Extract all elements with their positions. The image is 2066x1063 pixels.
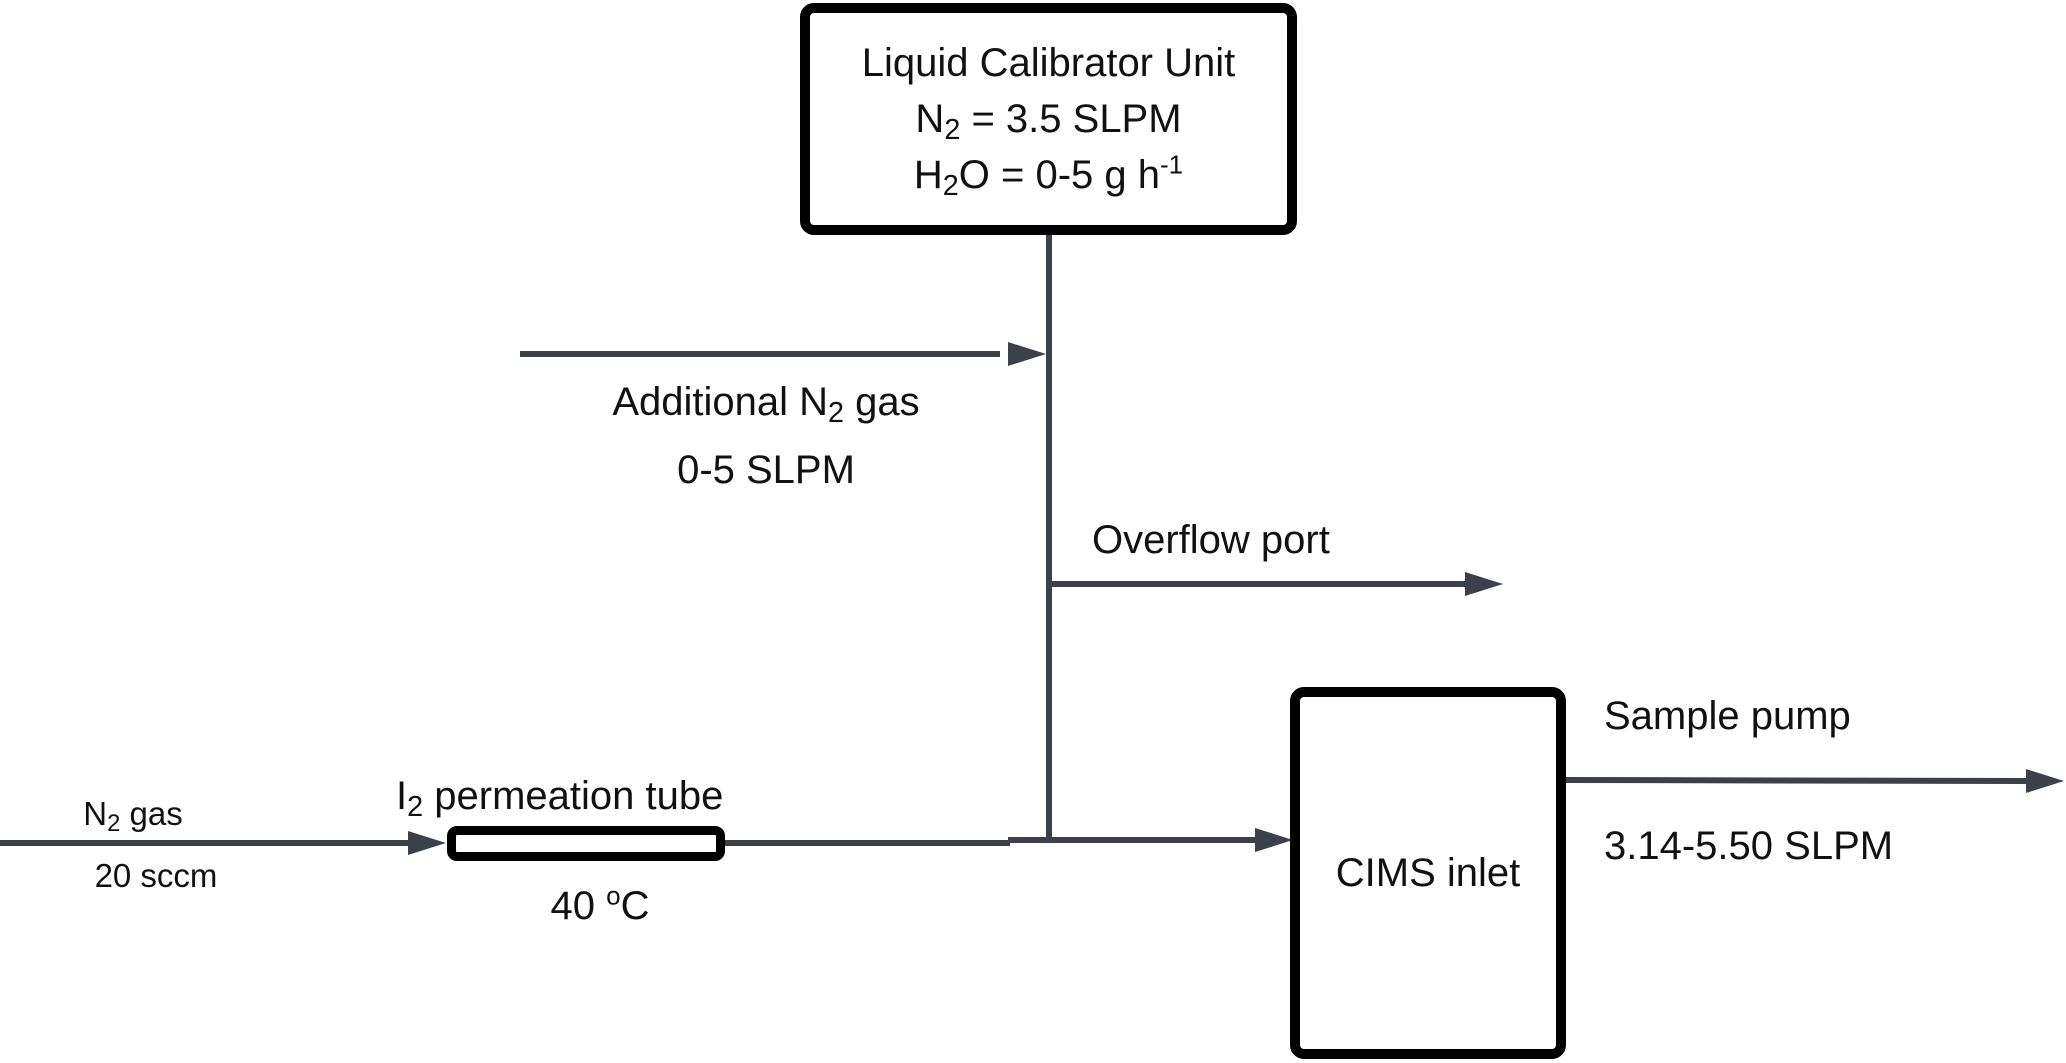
additional-n2-flow: 0-5 SLPM — [677, 448, 855, 492]
cims-inlet-box: CIMS inlet — [1290, 687, 1566, 1059]
permeation-temperature: 40 oC — [550, 880, 650, 928]
calibrator-h2o-rate: H2O = 0-5 g h-1 — [913, 149, 1184, 203]
calibrator-n2-flow: N2 = 3.5 SLPM — [915, 97, 1182, 147]
permeation-tube — [447, 826, 725, 861]
sample-pump-flow: 3.14-5.50 SLPM — [1604, 824, 1894, 868]
overflow-port-label: Overflow port — [1092, 518, 1330, 562]
calibrator-title: Liquid Calibrator Unit — [861, 41, 1236, 85]
n2-source-arrowhead — [408, 831, 446, 855]
liquid-calibrator-box: Liquid Calibrator Unit N2 = 3.5 SLPM H2O… — [800, 3, 1297, 235]
n2-source-label: N2 gas — [83, 795, 183, 837]
cims-inlet-label: CIMS inlet — [1335, 851, 1521, 895]
additional-n2-arrowhead — [1008, 342, 1046, 366]
cims-feed-arrowhead — [1255, 828, 1293, 852]
sample-pump-arrowhead — [2026, 769, 2064, 793]
overflow-arrowhead — [1465, 572, 1503, 596]
n2-source-flow: 20 sccm — [94, 857, 218, 894]
permeation-tube-label: I2 permeation tube — [396, 774, 724, 824]
additional-n2-label: Additional N2 gas — [612, 380, 920, 430]
sample-pump-arrow — [1565, 777, 2027, 784]
sample-pump-label: Sample pump — [1604, 694, 1851, 738]
